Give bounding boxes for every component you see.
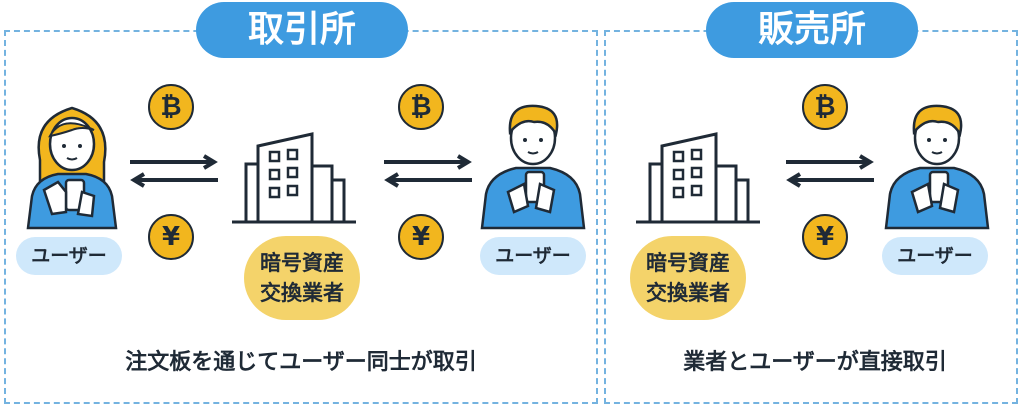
operator-label-right: 暗号資産 交換業者: [630, 236, 746, 320]
yen-coin-icon: ¥: [398, 214, 444, 260]
bitcoin-coin-icon: ₿: [398, 84, 444, 130]
operator-label-line1: 暗号資産: [260, 251, 344, 275]
operator-label-line2: 交換業者: [646, 281, 730, 305]
yen-coin-icon: ¥: [802, 214, 848, 260]
person-female-phone-icon: [26, 106, 118, 230]
yen-coin-icon: ¥: [148, 214, 194, 260]
dealer-caption: 業者とユーザーが直接取引: [683, 350, 947, 375]
dealer-title: 販売所: [706, 2, 918, 58]
operator-label-line1: 暗号資産: [646, 251, 730, 275]
exchange-arrows-icon: [130, 154, 218, 188]
person-male-phone-icon: [884, 104, 990, 230]
exchange-arrows-icon: [384, 154, 472, 188]
user-right-label: ユーザー: [480, 237, 586, 275]
user-label: ユーザー: [882, 237, 988, 275]
operator-label-line2: 交換業者: [260, 281, 344, 305]
bitcoin-coin-icon: ₿: [802, 84, 848, 130]
exchange-arrows-icon: [786, 154, 874, 188]
building-icon: [232, 132, 356, 224]
exchange-title: 取引所: [196, 2, 408, 58]
operator-label-left: 暗号資産 交換業者: [244, 236, 360, 320]
user-left-label: ユーザー: [16, 237, 122, 275]
bitcoin-coin-icon: ₿: [148, 84, 194, 130]
exchange-caption: 注文板を通じてユーザー同士が取引: [125, 350, 477, 375]
building-icon: [636, 132, 760, 224]
person-male-phone-icon: [480, 104, 586, 230]
